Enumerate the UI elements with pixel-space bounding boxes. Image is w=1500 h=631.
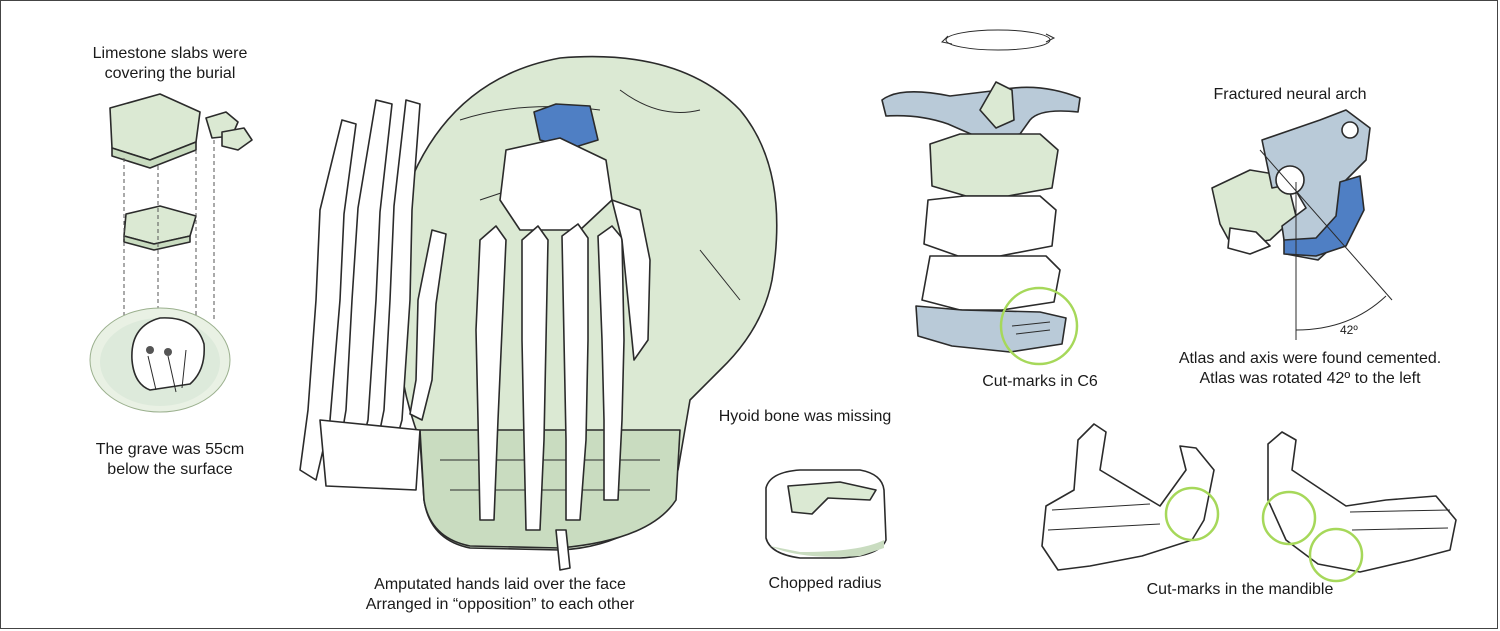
mandible-right-cutmark-circle-2 bbox=[1308, 527, 1364, 583]
grave-pit bbox=[89, 307, 231, 413]
neural-arch-label: Fractured neural arch bbox=[1213, 86, 1367, 103]
grave-label: The grave was 55cm below the surface bbox=[60, 440, 280, 480]
rotation-angle bbox=[1259, 149, 1393, 340]
chopped-radius bbox=[765, 469, 887, 559]
hands-label-line1: Amputated hands laid over the face bbox=[374, 576, 626, 593]
mandible-right bbox=[1267, 431, 1457, 573]
slabs-label: Limestone slabs were covering the burial bbox=[60, 44, 280, 84]
limestone-slabs bbox=[109, 93, 253, 251]
angle-label: 42º bbox=[1340, 323, 1358, 337]
mandible-left-cutmark-circle bbox=[1164, 486, 1220, 542]
hands-label: Amputated hands laid over the face Arran… bbox=[330, 575, 670, 615]
atlas-label-line2: Atlas was rotated 42º to the left bbox=[1199, 370, 1421, 387]
projection-lines bbox=[123, 140, 215, 320]
c6-label: Cut-marks in C6 bbox=[982, 373, 1098, 390]
slabs-label-line1: Limestone slabs were bbox=[92, 45, 248, 62]
mandible-right-cutmark-circle-1 bbox=[1261, 490, 1317, 546]
cervical-vertebrae bbox=[881, 81, 1081, 353]
radius-label: Chopped radius bbox=[768, 575, 882, 592]
slabs-label-line2: covering the burial bbox=[104, 65, 236, 82]
atlas-axis bbox=[1211, 109, 1371, 261]
grave-label-line2: below the surface bbox=[107, 461, 233, 478]
hyoid-label: Hyoid bone was missing bbox=[718, 408, 892, 425]
atlas-label-line1: Atlas and axis were found cemented. bbox=[1178, 350, 1442, 367]
hands-label-line2: Arranged in “opposition” to each other bbox=[365, 596, 635, 613]
c6-cutmark-circle bbox=[999, 286, 1079, 366]
right-hand-bones bbox=[475, 137, 651, 571]
mandible-label: Cut-marks in the mandible bbox=[1146, 581, 1334, 598]
mandible-left bbox=[1041, 423, 1215, 571]
atlas-label: Atlas and axis were found cemented. Atla… bbox=[1150, 349, 1470, 389]
rotation-arrow bbox=[940, 29, 1056, 51]
left-hand-bones bbox=[299, 99, 447, 491]
grave-label-line1: The grave was 55cm bbox=[95, 441, 245, 458]
